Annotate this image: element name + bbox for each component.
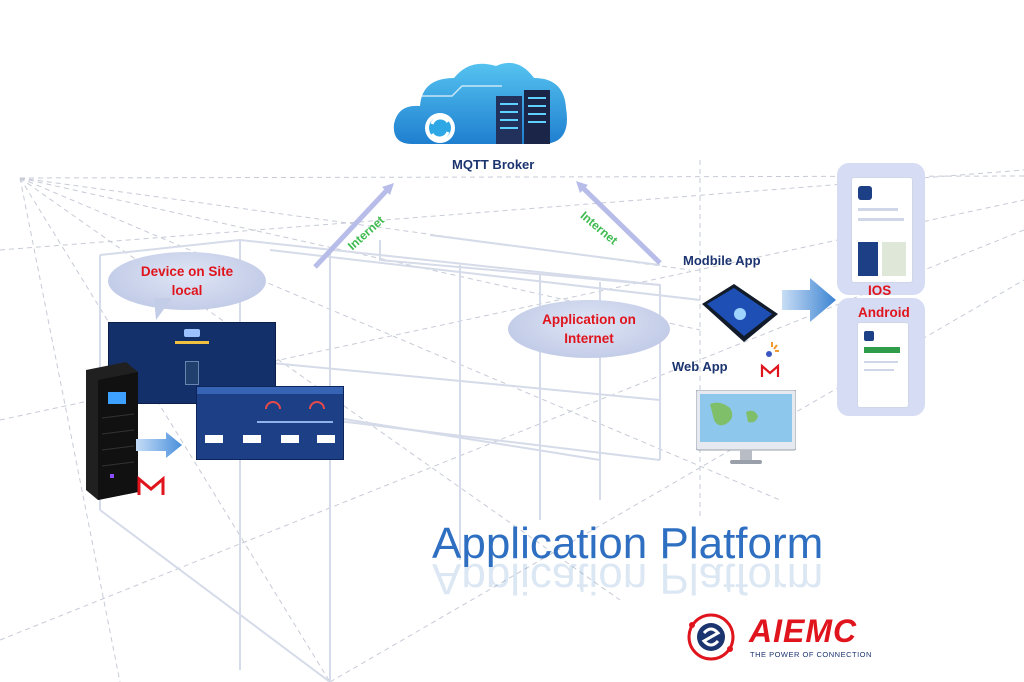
application-on-internet-bubble: Application on Internet <box>508 300 670 358</box>
rack-cabinet-icon <box>86 362 138 500</box>
aiemc-logo-icon <box>687 613 735 661</box>
device-on-site-bubble: Device on Site local <box>108 252 266 310</box>
device-bubble-tail <box>154 298 172 320</box>
gauge-icon <box>265 401 281 409</box>
gauge-icon <box>309 401 325 409</box>
android-store-card <box>837 298 925 416</box>
stat-box <box>281 435 299 443</box>
cloud-server-icon <box>393 62 567 144</box>
sparkle-icon <box>766 342 779 357</box>
text-line <box>864 361 898 363</box>
arrow-right-icon <box>136 432 182 458</box>
bubble-application-line1: Application on <box>542 312 636 327</box>
page-title-reflection: Application Platform <box>432 554 824 603</box>
mobile-phone-icon <box>702 284 778 342</box>
ios-store-screenshot <box>851 177 913 283</box>
text-line <box>858 218 904 221</box>
screenshot-thumb <box>882 242 906 276</box>
mobile-app-label: Modbile App <box>683 253 761 268</box>
desktop-monitor-icon <box>696 390 796 464</box>
internet-arrows <box>313 181 662 269</box>
screenshot-thumb <box>858 242 878 276</box>
mqtt-broker-label: MQTT Broker <box>452 157 535 172</box>
stat-box <box>243 435 261 443</box>
rack-icon <box>185 361 199 385</box>
stat-box <box>205 435 223 443</box>
ios-store-card <box>837 163 925 295</box>
chart-line <box>257 421 333 423</box>
brand-tagline: THE POWER OF CONNECTION <box>750 650 872 659</box>
app-icon <box>864 331 874 341</box>
ios-label: IOS <box>868 283 892 298</box>
stat-box <box>317 435 335 443</box>
m-logo-icon <box>137 475 165 495</box>
bubble-device-line1: Device on Site <box>140 264 234 279</box>
web-app-label: Web App <box>672 359 728 374</box>
page-title: Application Platform <box>432 519 824 568</box>
dashboard-header <box>197 387 343 394</box>
dashboard-screen <box>196 386 344 460</box>
rack-title-bar <box>175 341 209 344</box>
m-logo-icon <box>760 363 780 377</box>
rack-logo-icon <box>184 329 200 337</box>
app-icon <box>858 186 872 200</box>
text-line <box>864 369 894 371</box>
bubble-application-line2: Internet <box>564 331 614 346</box>
android-label: Android <box>858 305 910 320</box>
bubble-device-line2: local <box>171 283 203 298</box>
text-line <box>858 208 898 211</box>
brand-name: AIEMC <box>749 613 858 649</box>
install-button <box>864 347 900 353</box>
arrow-right-icon <box>782 278 836 322</box>
android-store-screenshot <box>857 322 909 408</box>
